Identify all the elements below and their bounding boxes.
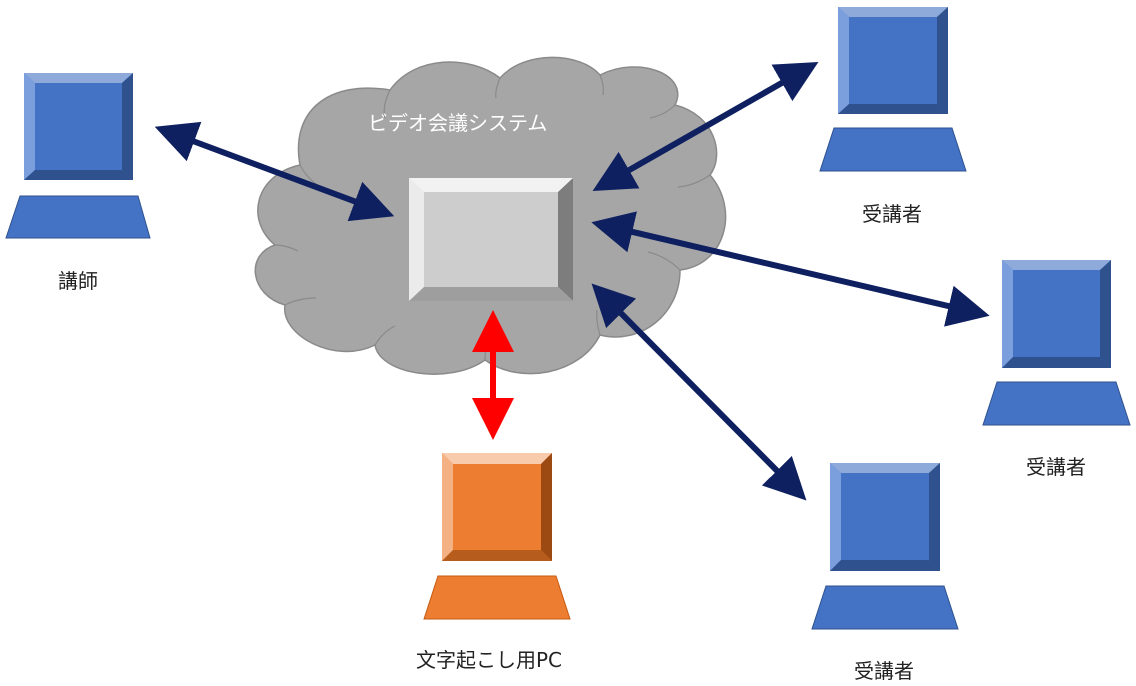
arrow-student-top-server xyxy=(592,62,819,191)
student-top-pc-icon xyxy=(819,7,967,172)
server-icon xyxy=(409,178,573,301)
instructor-label: 講師 xyxy=(58,269,98,293)
cloud-label: ビデオ会議システム xyxy=(368,111,547,135)
student-bottom-pc-icon xyxy=(811,463,959,630)
arrow-student-bottom-server xyxy=(591,283,807,501)
student-right-pc-icon xyxy=(982,260,1131,426)
transcription-pc-icon xyxy=(423,453,571,620)
transcription-pc-label: 文字起こし用PC xyxy=(416,648,562,672)
student-bottom-label: 受講者 xyxy=(854,659,914,683)
arrow-instructor-server xyxy=(154,121,395,222)
arrow-student-right-server xyxy=(591,211,990,327)
student-right-label: 受講者 xyxy=(1026,455,1086,479)
student-top-label: 受講者 xyxy=(862,202,922,226)
instructor-pc-icon xyxy=(5,73,151,239)
